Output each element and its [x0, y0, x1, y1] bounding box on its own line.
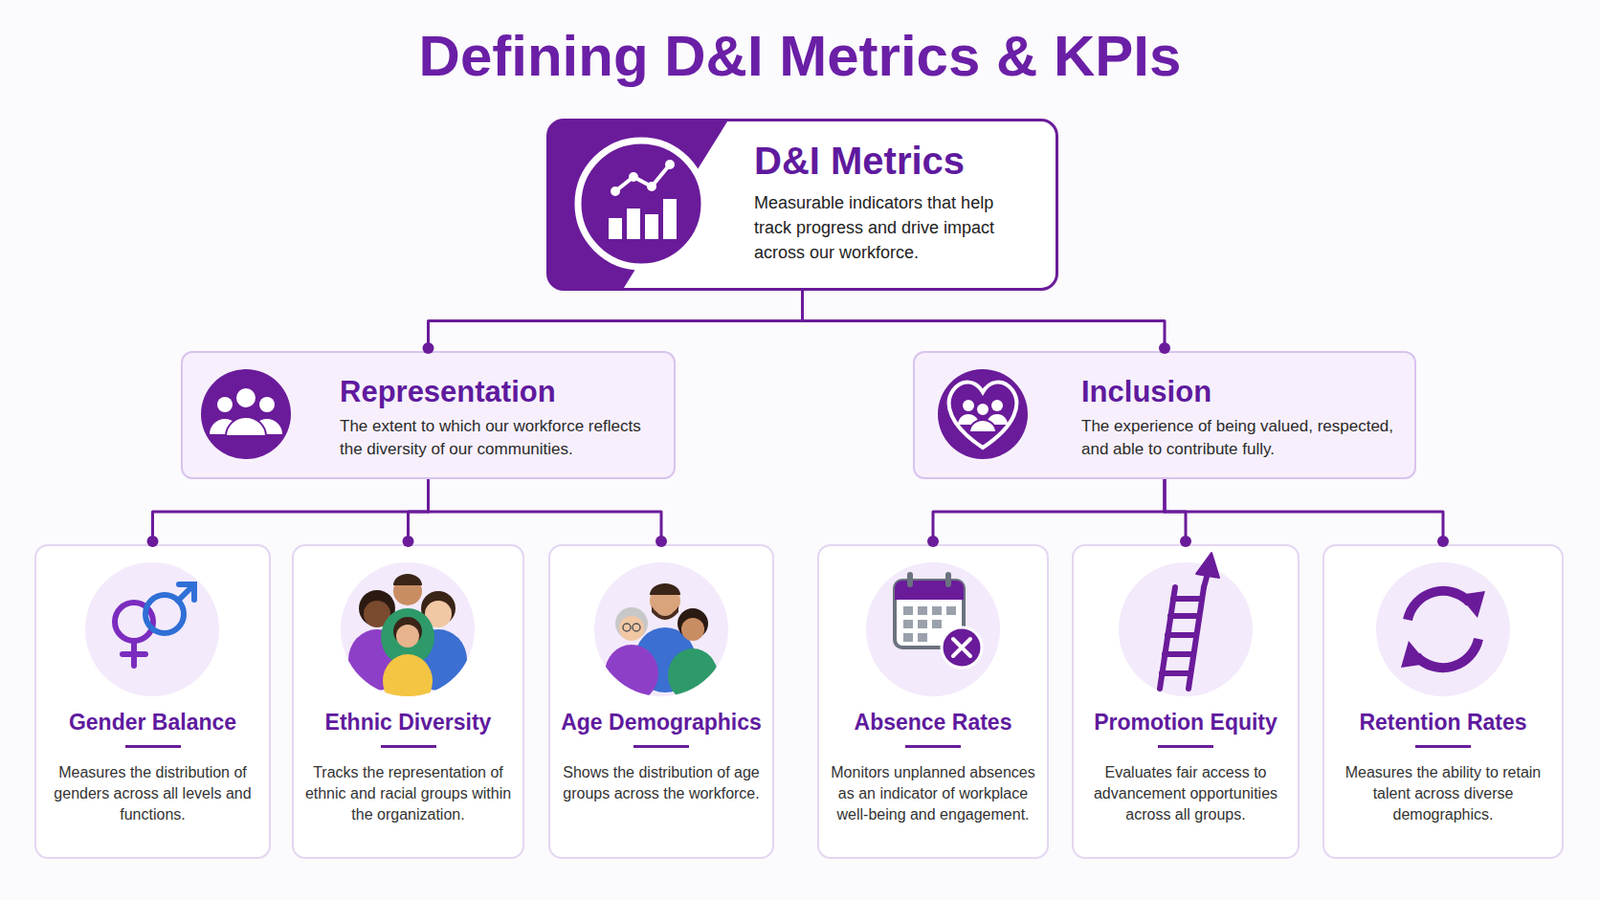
- node-description: The experience of being valued, respecte…: [1081, 415, 1403, 462]
- tree-connector: [1164, 479, 1449, 548]
- node-description: Measures the ability to retain talent ac…: [1333, 762, 1553, 826]
- node-description: Measurable indicators that help track pr…: [754, 190, 1027, 266]
- metric-card: Retention RatesMeasures the ability to r…: [1322, 544, 1564, 860]
- tree-connector: [402, 479, 429, 548]
- metric-card: Age DemographicsShows the distribution o…: [548, 544, 775, 860]
- node-heading: Age Demographics: [559, 708, 763, 749]
- node-description: Tracks the representation of ethnic and …: [303, 762, 513, 826]
- node-description: Evaluates fair access to advancement opp…: [1083, 762, 1289, 826]
- node-description: Measures the distribution of genders acr…: [45, 762, 260, 826]
- tree-connector-part: [153, 479, 429, 545]
- metric-card: Promotion EquityEvaluates fair access to…: [1071, 544, 1300, 860]
- node-description: Monitors unplanned absences as an indica…: [828, 762, 1038, 826]
- tree-connector: [927, 479, 1165, 548]
- metric-card: Gender BalanceMeasures the distribution …: [34, 544, 271, 860]
- node-heading: Gender Balance: [45, 708, 260, 749]
- node-heading: Ethnic Diversity: [303, 708, 513, 749]
- category-box: InclusionThe experience of being valued,…: [912, 351, 1417, 480]
- tree-connector: [802, 290, 1172, 355]
- tree-connector: [1164, 479, 1192, 548]
- node-heading: Absence Rates: [828, 708, 1038, 749]
- tree-connector-part: [933, 479, 1165, 545]
- metric-card: Ethnic DiversityTracks the representatio…: [291, 544, 525, 860]
- tree-connector: [147, 479, 429, 548]
- node-heading: Inclusion: [1081, 373, 1403, 412]
- tree-connector-part: [408, 479, 429, 545]
- tree-connector-part: [802, 290, 1166, 352]
- metric-card: Absence RatesMonitors unplanned absences…: [817, 544, 1049, 860]
- category-box: RepresentationThe extent to which our wo…: [180, 351, 676, 480]
- tree-connector-part: [428, 290, 803, 352]
- node-heading: Representation: [339, 373, 651, 412]
- tree-connector-part: [1164, 479, 1444, 545]
- tree-connector-part: [1164, 479, 1186, 545]
- root-metric-box: D&I MetricsMeasurable indicators that he…: [546, 118, 1059, 291]
- tree-connector: [422, 290, 803, 355]
- node-heading: D&I Metrics: [754, 136, 1027, 185]
- node-description: Shows the distribution of age groups acr…: [559, 762, 763, 805]
- node-heading: Retention Rates: [1333, 708, 1553, 749]
- tree-connector: [428, 479, 668, 548]
- node-heading: Promotion Equity: [1083, 708, 1289, 749]
- diagram-title: Defining D&I Metrics & KPIs: [0, 21, 1600, 92]
- node-description: The extent to which our workforce reflec…: [339, 415, 651, 462]
- tree-connector-part: [428, 479, 663, 545]
